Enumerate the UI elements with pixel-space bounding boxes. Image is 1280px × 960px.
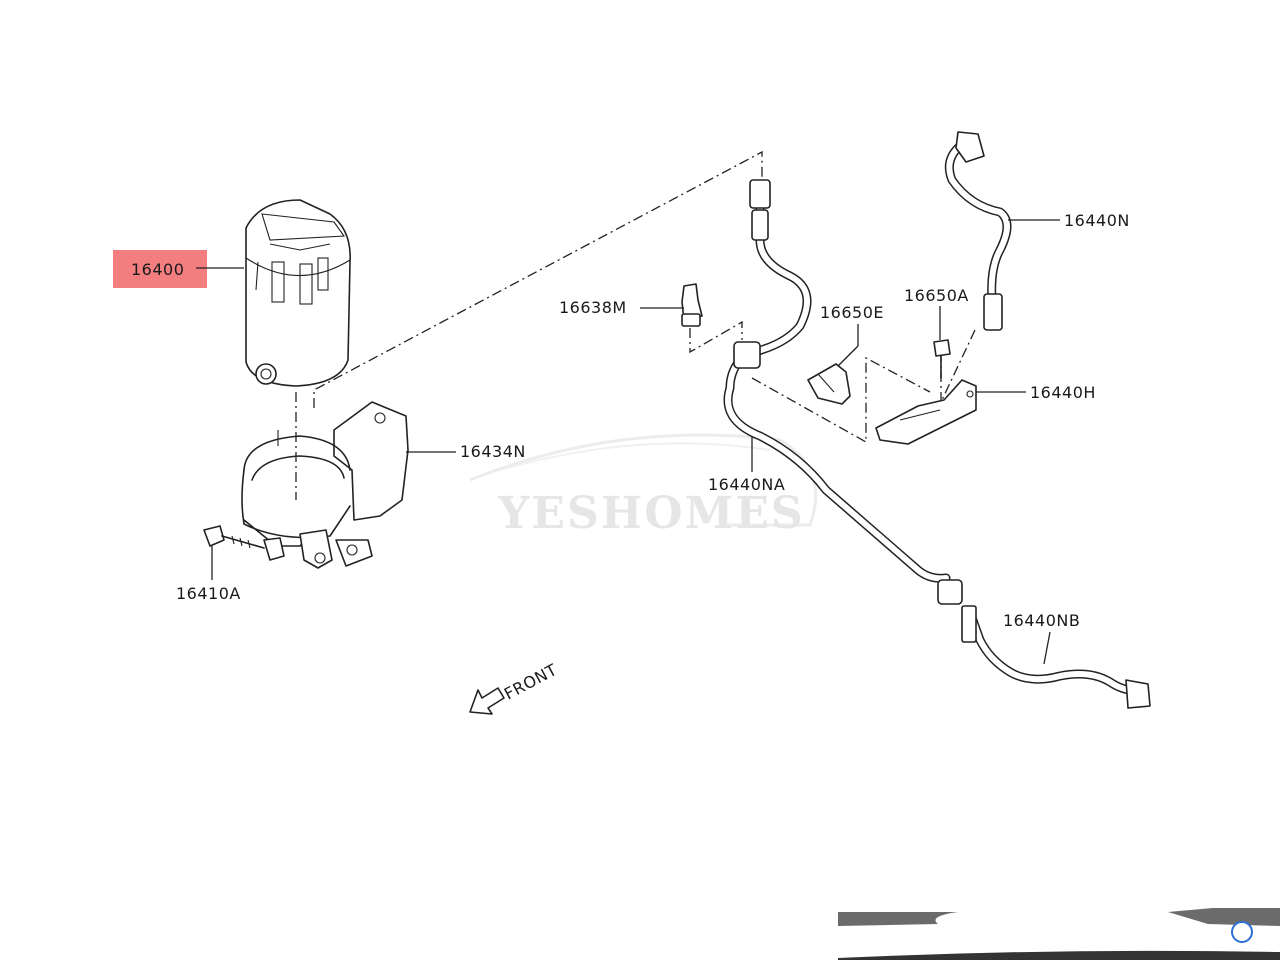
bolt-16410a[interactable] bbox=[203, 525, 265, 549]
watermark-text: YESHOMES bbox=[497, 488, 805, 539]
bracket-16440h[interactable] bbox=[875, 379, 977, 445]
label-16650e[interactable]: 16650E bbox=[820, 303, 884, 322]
label-16400[interactable]: 16400 bbox=[131, 260, 184, 279]
sensor-16638m[interactable] bbox=[681, 283, 703, 327]
bolt-16650a[interactable] bbox=[933, 339, 951, 379]
highlight-box bbox=[113, 250, 207, 288]
label-16650a[interactable]: 16650A bbox=[904, 286, 969, 305]
hose-16440na[interactable] bbox=[723, 179, 963, 605]
front-indicator: FRONT bbox=[469, 660, 560, 715]
fuel-filter-assembly[interactable] bbox=[245, 199, 351, 387]
tube-16440n[interactable] bbox=[944, 131, 1012, 331]
label-16440na[interactable]: 16440NA bbox=[708, 475, 785, 494]
front-label: FRONT bbox=[501, 660, 560, 704]
corner-badge-icon bbox=[1231, 921, 1253, 943]
bottom-overlay-bar bbox=[838, 908, 1280, 960]
part-labels: 16400 16434N 16410A 16638M 16650E 16650A… bbox=[113, 211, 1130, 665]
hose-16440nb[interactable] bbox=[961, 605, 1151, 709]
label-16440nb[interactable]: 16440NB bbox=[1003, 611, 1080, 630]
label-16638m[interactable]: 16638M bbox=[559, 298, 627, 317]
label-16440n[interactable]: 16440N bbox=[1064, 211, 1130, 230]
watermark: YESHOMES bbox=[469, 433, 818, 539]
filter-bracket[interactable] bbox=[241, 401, 409, 569]
label-16440h[interactable]: 16440H bbox=[1030, 383, 1096, 402]
label-16410a[interactable]: 16410A bbox=[176, 584, 241, 603]
label-16434n[interactable]: 16434N bbox=[460, 442, 526, 461]
clip-16650e[interactable] bbox=[807, 363, 851, 405]
